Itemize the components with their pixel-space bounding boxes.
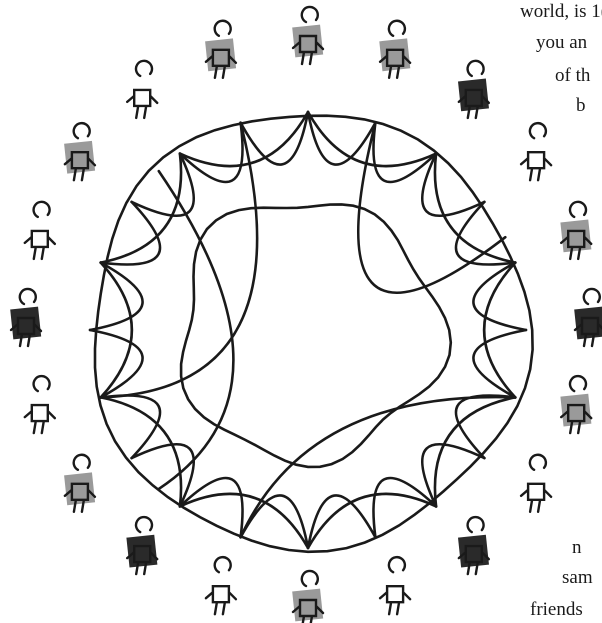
connection-arc xyxy=(435,397,515,506)
connection-arc xyxy=(473,330,526,397)
person-figure xyxy=(458,517,489,574)
person-figure xyxy=(127,61,157,118)
person-figure xyxy=(206,557,236,614)
connection-arc xyxy=(101,397,181,506)
friendship-connections xyxy=(90,112,533,552)
person-outline xyxy=(25,376,55,433)
person-figure xyxy=(379,21,410,78)
person-figure xyxy=(126,517,157,574)
connection-arc xyxy=(422,444,484,506)
person-figure xyxy=(380,557,410,614)
connection-arc xyxy=(101,263,132,398)
connection-arc xyxy=(484,263,515,398)
person-figure xyxy=(25,202,55,259)
person-figure xyxy=(521,123,551,180)
person-outline xyxy=(521,123,551,180)
connection-arc xyxy=(241,112,308,165)
text-fragment-4: b xyxy=(576,96,586,115)
connection-arc xyxy=(435,154,515,263)
text-fragment-3: of th xyxy=(555,66,590,85)
inner-ring xyxy=(181,204,451,467)
person-figure xyxy=(574,289,602,346)
text-fragment-5: n xyxy=(572,538,582,557)
person-outline xyxy=(127,61,157,118)
person-figure xyxy=(521,455,551,512)
person-outline xyxy=(25,202,55,259)
person-figure xyxy=(560,202,591,259)
person-figure xyxy=(292,571,323,623)
text-fragment-6: sam xyxy=(562,568,593,587)
person-outline xyxy=(380,557,410,614)
person-figure xyxy=(560,376,591,433)
person-figure xyxy=(64,455,95,512)
person-figure xyxy=(458,61,489,118)
person-figure xyxy=(292,7,323,64)
connection-arc xyxy=(132,154,194,216)
person-figure xyxy=(205,21,236,78)
text-fragment-2: you an xyxy=(536,33,587,52)
person-figure xyxy=(64,123,95,180)
text-fragment-1: world, is 1( xyxy=(520,2,602,21)
connection-arc xyxy=(308,495,375,548)
person-outline xyxy=(206,557,236,614)
connection-arc xyxy=(101,154,181,263)
connection-arc xyxy=(180,494,308,548)
person-outline xyxy=(521,455,551,512)
connection-arc xyxy=(422,154,484,216)
person-figure xyxy=(25,376,55,433)
person-figure xyxy=(10,289,41,346)
text-fragment-7: friends xyxy=(530,600,583,619)
